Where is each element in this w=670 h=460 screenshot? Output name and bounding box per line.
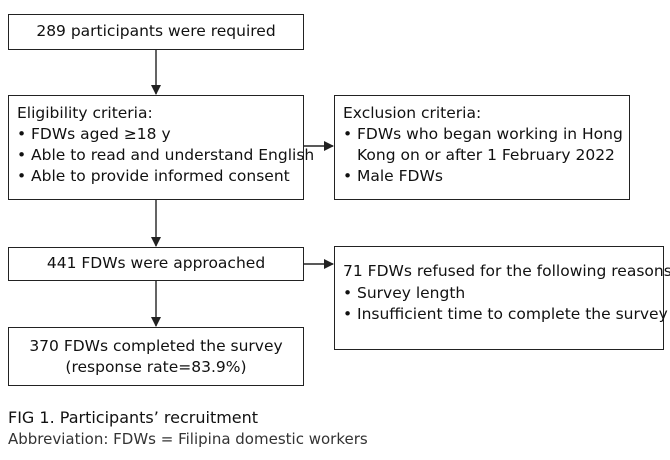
completed-line1: 370 FDWs completed the survey — [29, 337, 283, 355]
required-text: 289 participants were required — [36, 22, 276, 40]
exclusion-box: Exclusion criteria: FDWs who began worki… — [334, 95, 630, 200]
refused-box: 71 FDWs refused for the following reason… — [334, 246, 670, 350]
required-box: 289 participants were required — [8, 14, 304, 50]
eligibility-item: Able to provide informed consent — [17, 166, 314, 187]
eligibility-item: FDWs aged ≥18 y — [17, 124, 314, 145]
figure-caption-title: FIG 1. Participants’ recruitment — [8, 408, 259, 427]
refused-item: Survey length — [343, 283, 668, 304]
eligibility-box: Eligibility criteria: FDWs aged ≥18 y Ab… — [8, 95, 314, 200]
approached-box: 441 FDWs were approached — [8, 247, 304, 281]
eligibility-list: FDWs aged ≥18 y Able to read and underst… — [17, 124, 314, 187]
exclusion-item: Male FDWs — [343, 166, 623, 187]
exclusion-title: Exclusion criteria: — [343, 104, 482, 122]
refused-list: Survey length Insufficient time to compl… — [343, 283, 668, 325]
figure-caption-abbreviation: Abbreviation: FDWs = Filipina domestic w… — [8, 430, 368, 448]
refused-item: Insufficient time to complete the survey — [343, 304, 668, 325]
refused-title: 71 FDWs refused for the following reason… — [343, 262, 670, 280]
exclusion-list: FDWs who began working in Hong Kong on o… — [343, 124, 623, 187]
completed-box: 370 FDWs completed the survey (response … — [8, 327, 304, 386]
exclusion-item: FDWs who began working in Hong Kong on o… — [343, 124, 623, 166]
exclusion-item-line1: FDWs who began working in Hong — [357, 125, 623, 143]
eligibility-title: Eligibility criteria: — [17, 104, 153, 122]
exclusion-item-line2: Kong on or after 1 February 2022 — [357, 146, 615, 164]
approached-text: 441 FDWs were approached — [46, 254, 266, 272]
completed-line2: (response rate=83.9%) — [65, 358, 247, 376]
eligibility-item: Able to read and understand English — [17, 145, 314, 166]
